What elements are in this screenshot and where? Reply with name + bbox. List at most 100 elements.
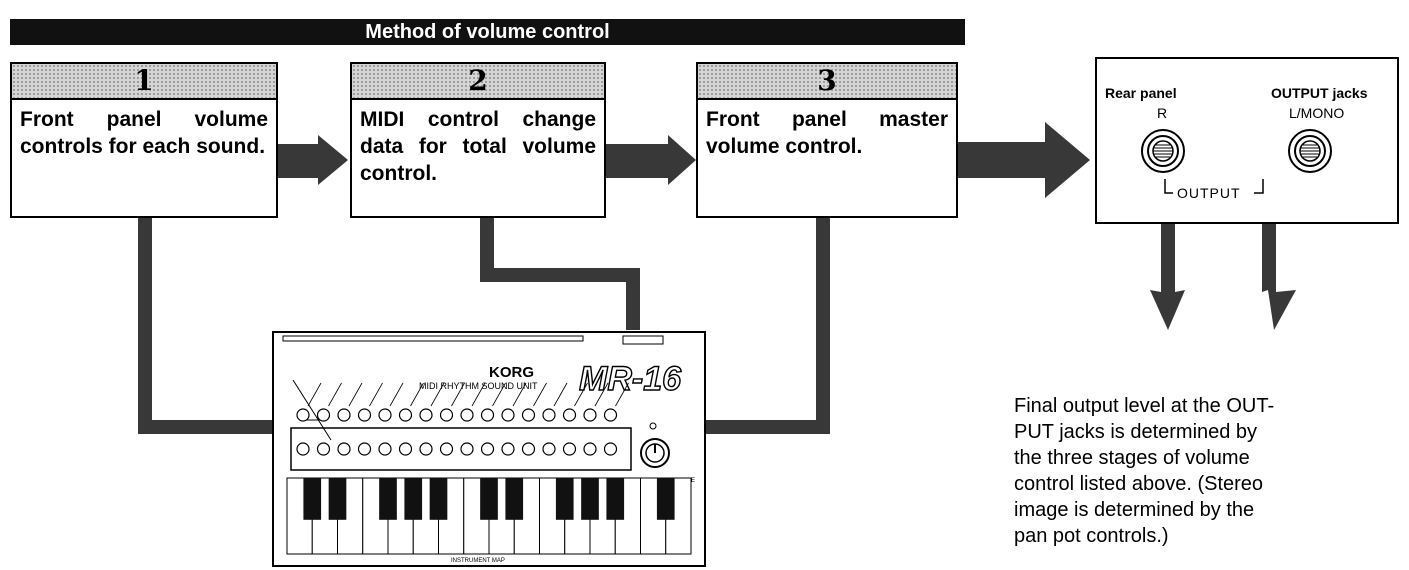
volume-knob: [378, 408, 392, 422]
black-key: [379, 478, 397, 520]
volume-knob: [439, 408, 454, 422]
volume-knob: [501, 408, 515, 422]
note-line-4: control listed above. (Stereo: [1014, 473, 1264, 495]
knob-divider: [389, 382, 404, 407]
rear-panel-label: Rear panel: [1105, 85, 1177, 101]
black-key: [606, 478, 625, 520]
device-subtitle: MIDI RHYTHM SOUND UNIT: [419, 381, 538, 391]
volume-knob: [296, 442, 310, 456]
knob-divider: [512, 382, 527, 407]
volume-knob: [480, 442, 495, 456]
volume-knob: [542, 408, 556, 422]
volume-knob: [439, 442, 454, 456]
black-key: [328, 478, 347, 520]
jack-sockets: [1141, 129, 1332, 194]
arrow-stage1-to-stage2: [278, 135, 348, 185]
knob-divider: [328, 382, 342, 407]
jack-r-label: R: [1157, 105, 1168, 121]
knob-divider: [615, 382, 629, 407]
arrow-stage3-to-output: [958, 122, 1090, 198]
knob-divider: [430, 382, 445, 407]
note-line-5: image is determined by the: [1014, 499, 1255, 521]
jack-r-icon: [1141, 129, 1185, 173]
volume-knob: [562, 408, 577, 422]
rear-panel-jacks: Rear panel OUTPUT jacks R L/MONO: [1095, 57, 1399, 224]
jack-l-label: L/MONO: [1289, 105, 1345, 121]
volume-knob: [419, 408, 433, 422]
black-key: [555, 478, 574, 520]
black-key: [656, 478, 675, 520]
volume-knob: [337, 408, 351, 422]
volume-knob: [562, 442, 577, 456]
volume-knob: [316, 442, 331, 456]
note-line-3: the three stages of volume: [1014, 447, 1250, 469]
stage-3-box: 3 Front panel master volume control.: [696, 62, 958, 218]
volume-knob: [521, 442, 536, 456]
volume-knob: [419, 442, 433, 456]
note-line-1: Final output level at the OUT-: [1014, 395, 1275, 417]
black-key: [429, 478, 448, 520]
volume-knob: [603, 408, 618, 422]
sound-volume-knobs-upper: [296, 382, 629, 422]
output-level-note: Final output level at the OUT- PUT jacks…: [1014, 393, 1394, 549]
volume-knob: [337, 442, 351, 456]
knob-divider: [410, 382, 424, 407]
stage-3-number: 3: [698, 64, 956, 100]
volume-knob: [583, 442, 597, 456]
volume-knob: [501, 442, 515, 456]
master-volume-knob: [640, 422, 670, 468]
volume-knob: [521, 408, 536, 422]
jack-l-icon: [1288, 129, 1332, 173]
volume-knob: [398, 442, 413, 456]
arrow-output-l: [1262, 222, 1296, 330]
volume-knob: [460, 408, 474, 422]
volume-knob: [583, 408, 597, 422]
knob-divider: [307, 382, 322, 407]
output-label: OUTPUT: [1177, 185, 1241, 201]
device-brand: KORG: [489, 364, 534, 381]
volume-knob: [357, 442, 372, 456]
volume-knob: [603, 442, 618, 456]
knob-divider: [369, 382, 383, 407]
knob-divider: [574, 382, 588, 407]
arrow-stage2-to-stage3: [606, 135, 696, 185]
path-stage1-to-device: [138, 218, 283, 434]
volume-knob: [316, 408, 331, 422]
output-bracket: [1164, 179, 1264, 194]
stage-2-text: MIDI control change data for total volum…: [360, 108, 596, 185]
volume-knob: [480, 408, 495, 422]
black-key: [505, 478, 524, 520]
volume-knob: [460, 442, 474, 456]
volume-knob: [542, 442, 556, 456]
pad-keyboard: [286, 477, 692, 555]
note-line-2: PUT jacks is determined by: [1014, 421, 1258, 443]
volume-knob: [398, 408, 413, 422]
stage-2-number: 2: [352, 64, 604, 100]
knob-divider: [594, 382, 609, 407]
black-key: [581, 478, 599, 520]
stage-1-text: Front panel volume controls for each sou…: [20, 108, 268, 158]
black-key: [303, 478, 322, 520]
black-key: [404, 478, 423, 520]
path-stage3-to-device: [690, 218, 830, 434]
device-model: MR-16: [579, 360, 682, 398]
knob-divider: [451, 382, 465, 407]
knob-divider: [533, 382, 547, 407]
path-stage2-to-device: [480, 218, 640, 330]
stage-1-box: 1 Front panel volume controls for each s…: [10, 62, 278, 218]
knob-divider: [348, 382, 363, 407]
arrow-output-r: [1150, 222, 1185, 330]
stage-1-number: 1: [12, 64, 276, 100]
knob-divider: [492, 382, 506, 407]
output-jacks-label: OUTPUT jacks: [1271, 85, 1368, 101]
volume-knob: [378, 442, 392, 456]
black-key: [480, 478, 498, 520]
diagram-title: Method of volume control: [10, 19, 965, 45]
stage-3-text: Front panel master volume control.: [706, 108, 948, 158]
korg-mr16-unit: KORG MIDI RHYTHM SOUND UNIT MR-16 MASTER…: [272, 331, 706, 567]
knob-divider: [553, 382, 568, 407]
instrument-map-label: INSTRUMENT MAP: [451, 558, 505, 564]
stage-2-box: 2 MIDI control change data for total vol…: [350, 62, 606, 218]
